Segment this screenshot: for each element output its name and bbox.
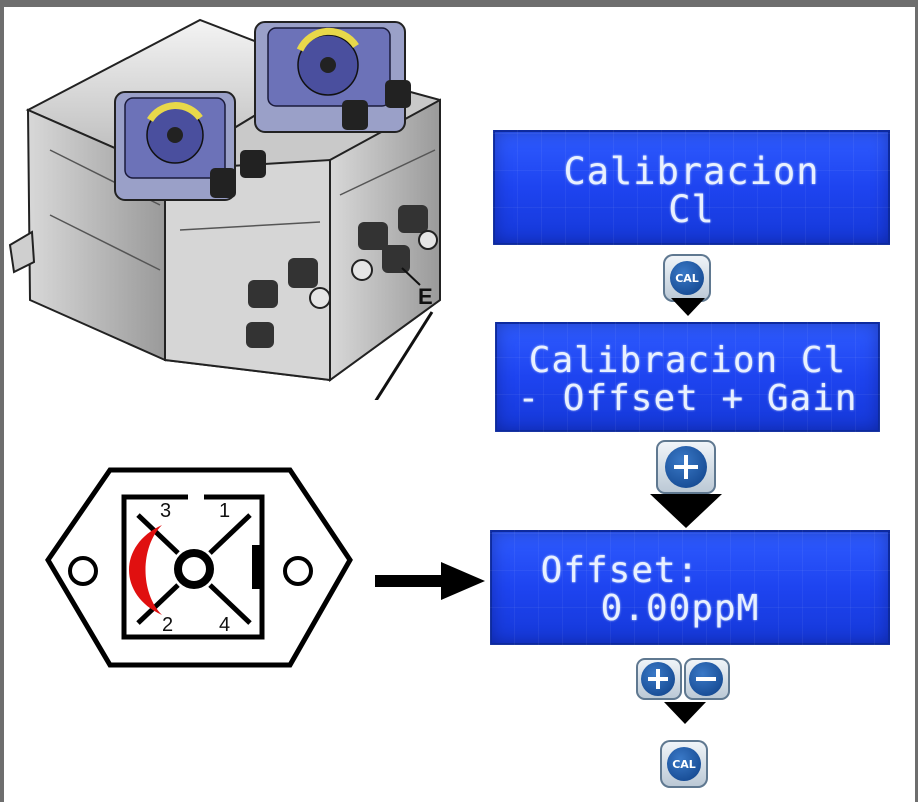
connector-diagram	[45, 467, 353, 668]
cal-button-1[interactable]: CAL	[663, 254, 711, 302]
dosing-pump-illustration	[8, 18, 441, 400]
connector-label-e: E	[418, 284, 433, 309]
down-arrow-icon	[650, 494, 722, 528]
lcd-line-1: Calibracion Cl	[528, 340, 847, 381]
plus-button[interactable]	[656, 440, 716, 494]
pin-label-1: 1	[219, 500, 231, 522]
cal-button-label: CAL	[670, 261, 704, 295]
pin-label-3: 3	[160, 500, 172, 522]
lcd-screen-offset-gain: Calibracion Cl - Offset + Gain	[495, 322, 880, 432]
plus-icon	[665, 446, 707, 488]
pin-label-2: 2	[162, 614, 174, 636]
lcd-screen-calibration: Calibracion Cl	[493, 130, 890, 245]
cal-button-label: CAL	[667, 747, 701, 781]
cal-button-2[interactable]: CAL	[660, 740, 708, 788]
down-arrow-icon	[664, 702, 706, 724]
minus-button-small[interactable]	[684, 658, 730, 700]
lcd-line-2: - Offset + Gain	[517, 378, 858, 419]
plus-button-small[interactable]	[636, 658, 682, 700]
right-arrow-icon	[375, 562, 485, 600]
pin-label-4: 4	[219, 614, 231, 636]
minus-icon	[689, 662, 723, 696]
lcd-line-2: 0.00ppM	[600, 588, 760, 629]
lcd-line-1: Calibracion	[563, 150, 820, 193]
lcd-screen-offset-value: Offset: 0.00ppM	[490, 530, 890, 645]
pump-head-right	[254, 21, 411, 133]
cable-glands	[246, 205, 438, 348]
lcd-line-2: Cl	[668, 188, 715, 231]
plus-icon	[641, 662, 675, 696]
lcd-line-1: Offset:	[540, 550, 700, 591]
pump-head-left	[114, 91, 266, 201]
down-arrow-icon	[671, 298, 705, 316]
